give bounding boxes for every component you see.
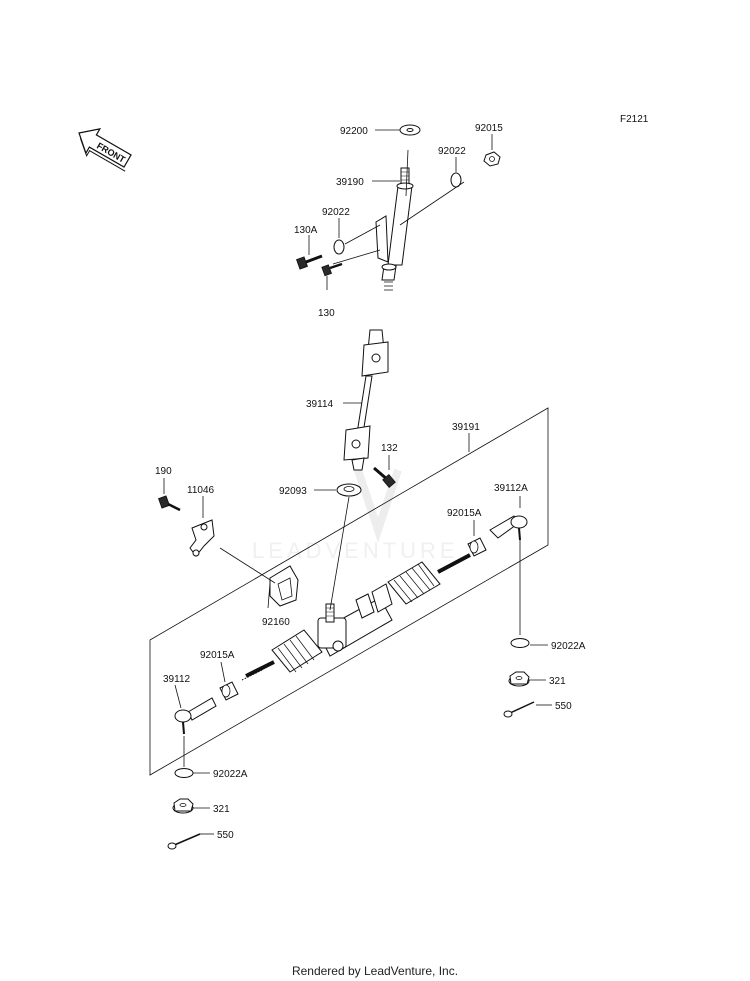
- bolt-130A: [296, 254, 323, 270]
- footer-credit: Rendered by LeadVenture, Inc.: [292, 964, 458, 978]
- jam-nut-92015A-right: [467, 537, 487, 557]
- callout-321-right: 321: [549, 676, 566, 687]
- nut-321-left: [172, 798, 194, 814]
- callout-92022-top: 92022: [438, 146, 466, 157]
- callout-92093: 92093: [279, 486, 307, 497]
- tie-rod-end-39112A: [489, 515, 528, 541]
- steering-column-39190: [375, 167, 414, 291]
- seal-92093: [336, 483, 362, 497]
- watermark-text: LEADVENTURE: [252, 538, 459, 563]
- callout-39112: 39112: [163, 674, 191, 685]
- washer-92022-mid: [333, 239, 345, 255]
- figure-code: F2121: [620, 114, 649, 125]
- bolt-190: [158, 495, 181, 512]
- callout-550-left: 550: [217, 830, 234, 841]
- washer-92022A-right: [510, 638, 530, 648]
- bolt-130: [321, 262, 343, 277]
- callout-130A: 130A: [294, 225, 318, 236]
- callout-92200: 92200: [340, 126, 368, 137]
- jam-nut-92015A-left: [219, 681, 239, 701]
- callout-92015: 92015: [475, 123, 503, 134]
- cotter-pin-550-left: [167, 833, 201, 850]
- callout-130: 130: [318, 308, 335, 319]
- callout-92160: 92160: [262, 617, 290, 628]
- nut-321-right: [508, 671, 530, 687]
- callout-132: 132: [381, 443, 398, 454]
- tie-rod-end-39112: [174, 697, 217, 735]
- watermark-logo: LEADVENTURE: [252, 468, 459, 563]
- callout-92015A-right: 92015A: [447, 508, 482, 519]
- callout-92022A-left: 92022A: [213, 769, 248, 780]
- leader-lines: [163, 129, 552, 835]
- callout-550-right: 550: [555, 701, 572, 712]
- cotter-pin-550-right: [503, 701, 535, 718]
- callout-11046: 11046: [187, 485, 215, 496]
- bolt-132: [373, 466, 396, 488]
- callout-321-left: 321: [213, 804, 230, 815]
- rack-assembly-outline: [149, 407, 549, 776]
- callout-92022-mid: 92022: [322, 207, 350, 218]
- callout-92022A-right: 92022A: [551, 641, 586, 652]
- front-arrow-icon: FRONT: [78, 128, 132, 172]
- intermediate-shaft-39114: [343, 329, 389, 471]
- callout-92015A-left: 92015A: [200, 650, 235, 661]
- washer-92022A-left: [174, 768, 194, 778]
- callout-190: 190: [155, 466, 172, 477]
- bush-92160: [269, 565, 299, 607]
- callout-39191: 39191: [452, 422, 480, 433]
- callout-39190: 39190: [336, 177, 364, 188]
- callout-39114: 39114: [306, 399, 334, 410]
- callout-39112A: 39112A: [494, 483, 528, 494]
- clamp-11046: [189, 519, 215, 557]
- steering-rack-body: [241, 553, 471, 681]
